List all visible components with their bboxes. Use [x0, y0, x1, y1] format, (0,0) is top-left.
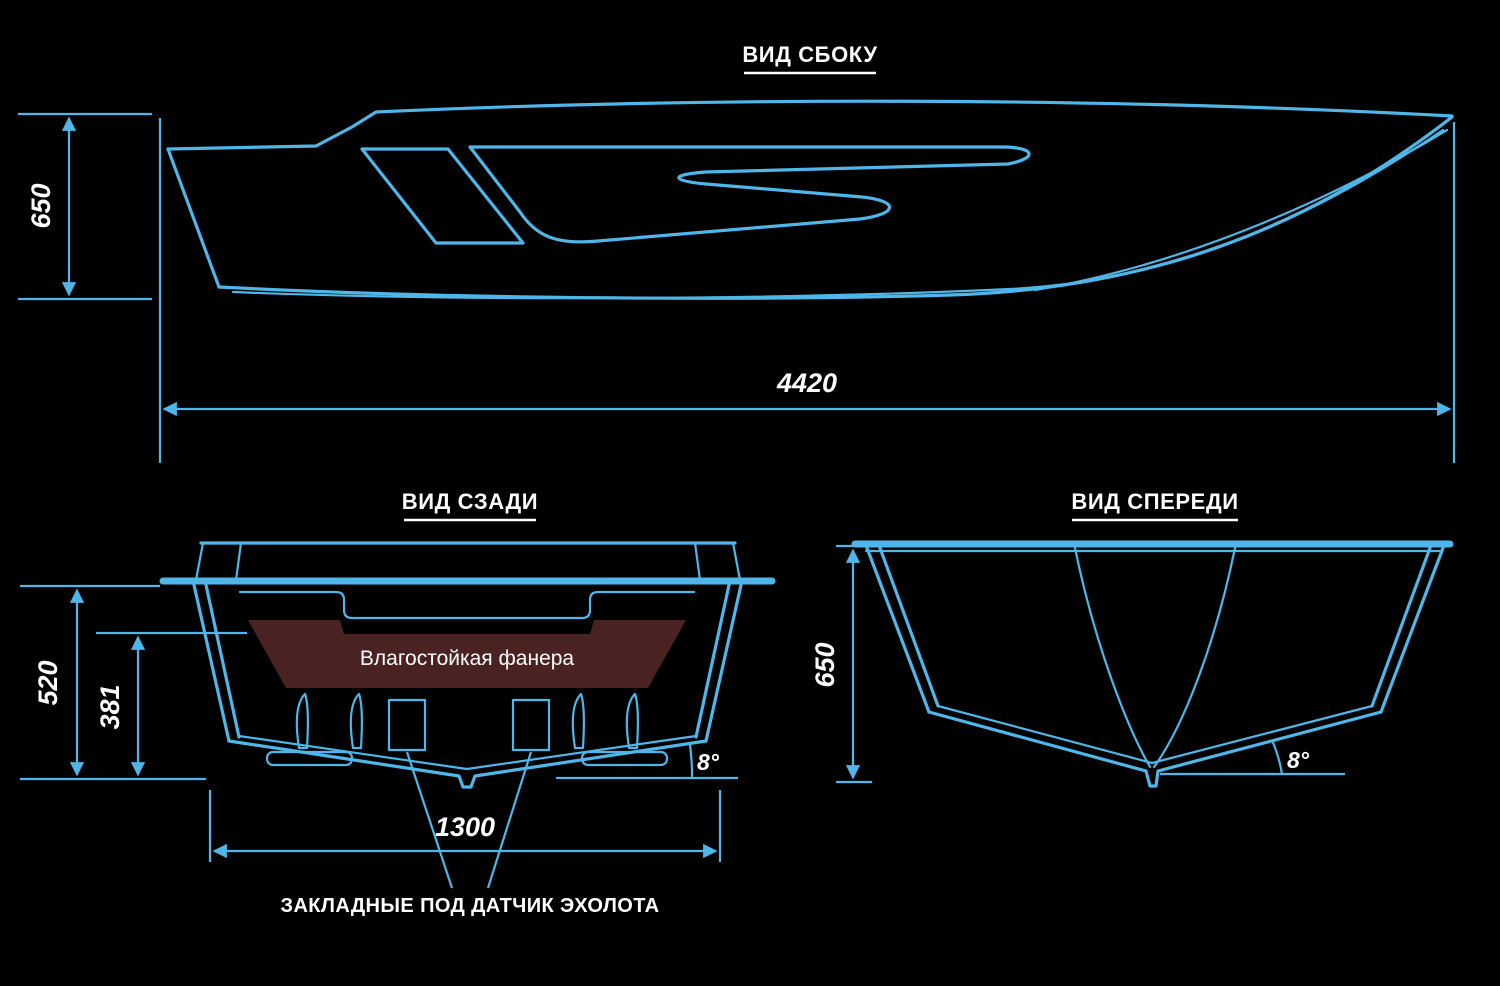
transom-cap-ticks	[194, 541, 742, 582]
bow-bottom-inner-line	[936, 704, 1374, 765]
front-angle-arc	[1270, 739, 1284, 775]
hull-side-stripe	[360, 147, 525, 245]
stringer-frame-3	[571, 692, 585, 750]
hull-sheer-line	[166, 99, 1454, 151]
rear-view-title: ВИД СЗАДИ	[402, 489, 538, 514]
transom-side-walls	[192, 583, 743, 743]
transducer-leader-lines	[405, 751, 533, 889]
rear-view: ВИД СЗАДИ Влагостойкая фанера 8° 520 381	[20, 489, 776, 917]
width-dimension-value: 1300	[435, 812, 495, 842]
side-view-title: ВИД СБОКУ	[742, 42, 877, 67]
bow-side-walls	[865, 546, 1445, 714]
motor-cutout-outline	[238, 590, 696, 620]
hull-transom-edge	[166, 147, 221, 289]
stringer-frame-1	[295, 692, 309, 750]
side-height-dimension-value: 650	[26, 183, 56, 228]
bow-stem-lines	[1073, 546, 1237, 769]
hull-side-swoosh-graphic	[468, 145, 1031, 244]
stringer-frame-2	[349, 692, 363, 750]
front-height-dimension-value: 650	[810, 642, 840, 687]
front-angle-value: 8°	[1287, 747, 1310, 773]
rear-height-dimension-value: 520	[33, 660, 63, 705]
stringer-frame-4	[625, 692, 639, 750]
side-view: ВИД СБОКУ 650 4420	[18, 42, 1456, 463]
bottom-plate-right	[580, 750, 669, 767]
length-dimension-value: 4420	[776, 368, 837, 398]
transducer-mount-block-left	[387, 698, 427, 752]
rear-angle-value: 8°	[697, 749, 720, 775]
plywood-panel	[248, 620, 686, 688]
hull-chine-line	[1033, 128, 1449, 292]
transducer-callout-label: ЗАКЛАДНЫЕ ПОД ДАТЧИК ЭХОЛОТА	[281, 895, 660, 917]
hull-bottom-inner-line	[231, 128, 1445, 300]
bottom-plate-left	[265, 750, 354, 767]
hull-bottom-line	[217, 115, 1454, 300]
front-view-title: ВИД СПЕРЕДИ	[1071, 489, 1238, 514]
transom-bottom-deadrise	[227, 739, 708, 789]
transom-bottom-inner-line	[237, 734, 698, 771]
bow-bottom-deadrise	[927, 710, 1383, 788]
transducer-mount-block-right	[511, 698, 551, 752]
rear-inner-height-dimension-value: 381	[95, 684, 125, 729]
rear-angle-arc	[688, 744, 694, 778]
front-view: ВИД СПЕРЕДИ 8° 650	[810, 489, 1454, 788]
plywood-label: Влагостойкая фанера	[360, 647, 575, 670]
